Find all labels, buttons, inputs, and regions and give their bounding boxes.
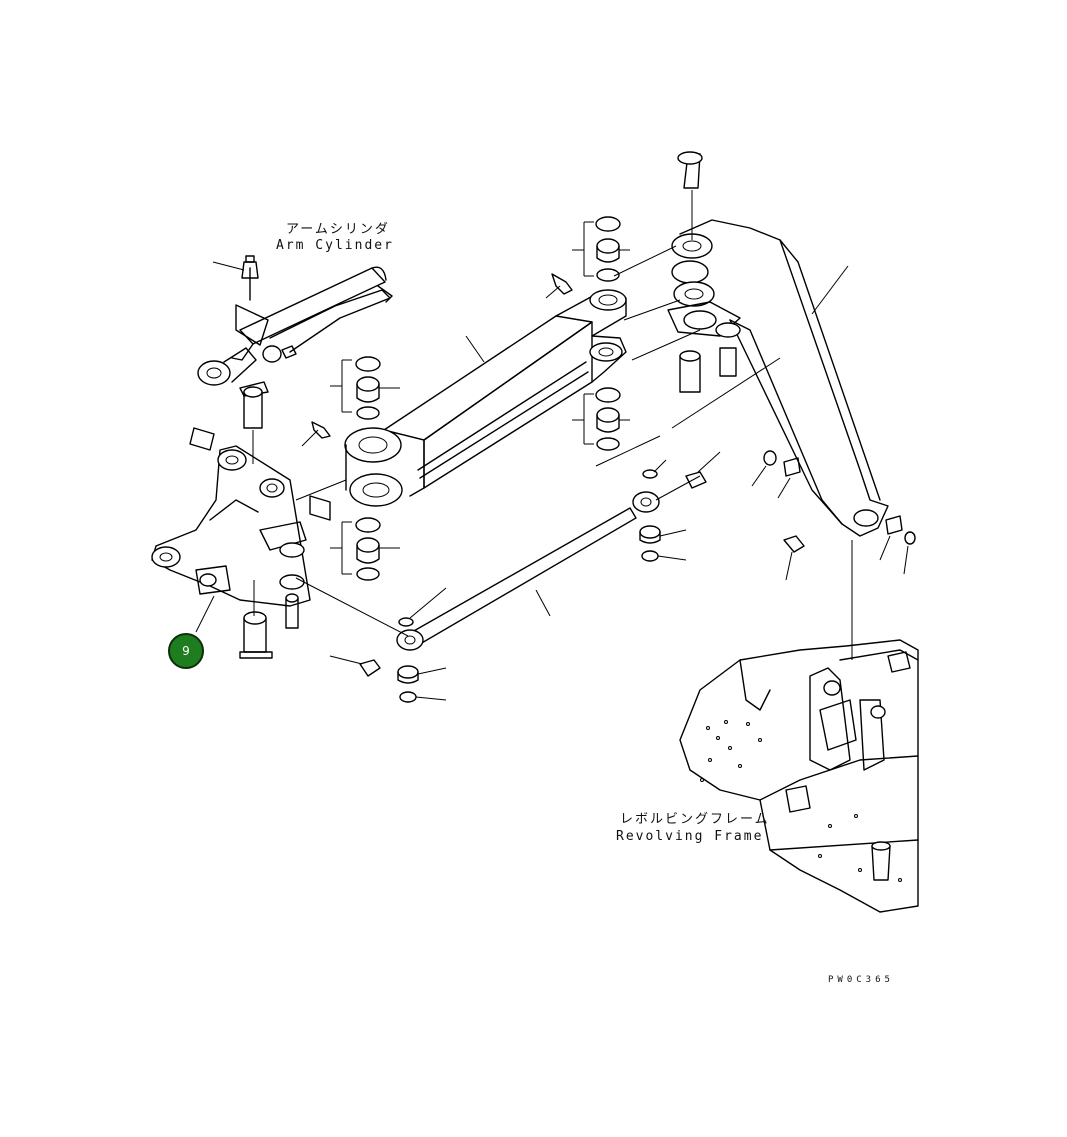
revolving-frame <box>679 639 919 913</box>
boom-pins-and-seals <box>751 450 916 575</box>
link-rod <box>396 459 687 703</box>
grease-fittings <box>301 273 805 677</box>
revolving-frame-label-jp: レボルビングフレーム <box>620 812 770 827</box>
arm-cylinder <box>197 255 393 397</box>
bracket <box>151 386 331 659</box>
arm-bushing-set-top <box>572 216 630 282</box>
arm-bushing-set-mid <box>572 387 630 451</box>
arm <box>344 289 627 507</box>
assembly-leader-lines <box>295 245 853 660</box>
arm-cylinder-label-en: Arm Cylinder <box>276 238 394 253</box>
arm-bushing-set-left-lower <box>330 517 400 581</box>
revolving-frame-label-en: Revolving Frame <box>616 829 764 844</box>
arm-bushing-set-left-upper <box>330 356 400 420</box>
boom <box>667 151 889 537</box>
callout-9[interactable]: 9 <box>168 633 204 669</box>
callout-number: 9 <box>182 644 190 658</box>
arm-cylinder-label-jp: アームシリンダ <box>286 222 390 237</box>
drawing-code: PW0C365 <box>828 975 894 985</box>
